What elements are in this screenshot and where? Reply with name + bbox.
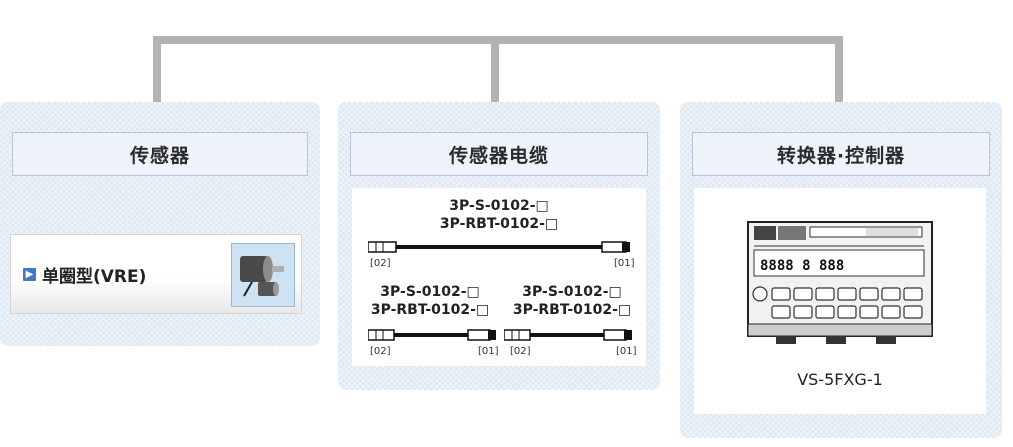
svg-text:8888 8 888: 8888 8 888 — [760, 258, 844, 274]
cable-top-model-1: 3P-S-0102-□ — [449, 198, 549, 214]
cable-panel-title: 传感器电缆 — [350, 132, 648, 176]
cable-br-model-2: 3P-RBT-0102-□ — [512, 302, 632, 318]
controller-device-icon[interactable]: 8888 8 888 — [746, 218, 936, 348]
sensor-panel: 传感器 ▶ 单圈型(VRE) — [0, 102, 320, 346]
converter-card[interactable]: 8888 8 888 VS — [694, 188, 986, 414]
arrow-right-icon: ▶ — [23, 268, 36, 281]
sensor-item-card[interactable]: ▶ 单圈型(VRE) — [10, 234, 302, 314]
cable-top-icon — [368, 241, 630, 253]
sensor-item-link[interactable]: ▶ 单圈型(VRE) — [23, 262, 146, 287]
cable-br-right-tag: [01] — [616, 346, 637, 357]
cable-bl-model-2: 3P-RBT-0102-□ — [370, 302, 490, 318]
sensor-panel-title: 传感器 — [12, 132, 308, 176]
cable-top-right-tag: [01] — [614, 258, 635, 269]
converter-panel-title: 转换器·控制器 — [692, 132, 990, 176]
cable-br-left-tag: [02] — [510, 346, 531, 357]
connector-left-drop — [153, 36, 161, 102]
cable-diagram-card: 3P-S-0102-□ 3P-RBT-0102-□ [02] [01] 3P-S… — [352, 188, 646, 366]
cable-bl-left-tag: [02] — [370, 346, 391, 357]
connector-right-drop — [835, 36, 843, 102]
cable-br-model-1: 3P-S-0102-□ — [522, 284, 622, 300]
encoder-product-icon[interactable] — [231, 243, 295, 307]
cable-bottom-left-icon — [368, 329, 496, 341]
cable-bottom-right-icon — [504, 329, 632, 341]
converter-model-label[interactable]: VS-5FXG-1 — [797, 370, 883, 389]
cable-bl-right-tag: [01] — [478, 346, 499, 357]
cable-top-left-tag: [02] — [370, 258, 391, 269]
cable-top-model-2: 3P-RBT-0102-□ — [439, 216, 559, 232]
connector-middle-drop — [491, 36, 499, 102]
cable-panel: 传感器电缆 3P-S-0102-□ 3P-RBT-0102-□ [02] [01… — [338, 102, 660, 390]
cable-bl-model-1: 3P-S-0102-□ — [380, 284, 480, 300]
converter-panel: 转换器·控制器 8888 8 888 — [680, 102, 1002, 438]
sensor-item-label: 单圈型(VRE) — [42, 267, 147, 287]
